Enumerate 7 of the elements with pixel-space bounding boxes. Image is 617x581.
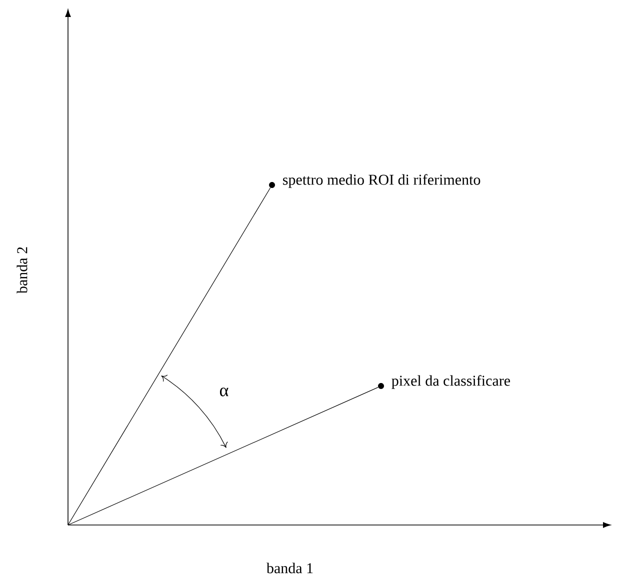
axis-label: banda 1	[266, 562, 313, 574]
data-point	[269, 182, 275, 188]
point-label: spettro medio ROI di riferimento	[283, 174, 480, 188]
point-label: pixel da classificare	[392, 375, 510, 389]
angle-label: α	[220, 388, 228, 396]
data-point	[378, 383, 384, 389]
axis-label: banda 2	[16, 247, 28, 294]
